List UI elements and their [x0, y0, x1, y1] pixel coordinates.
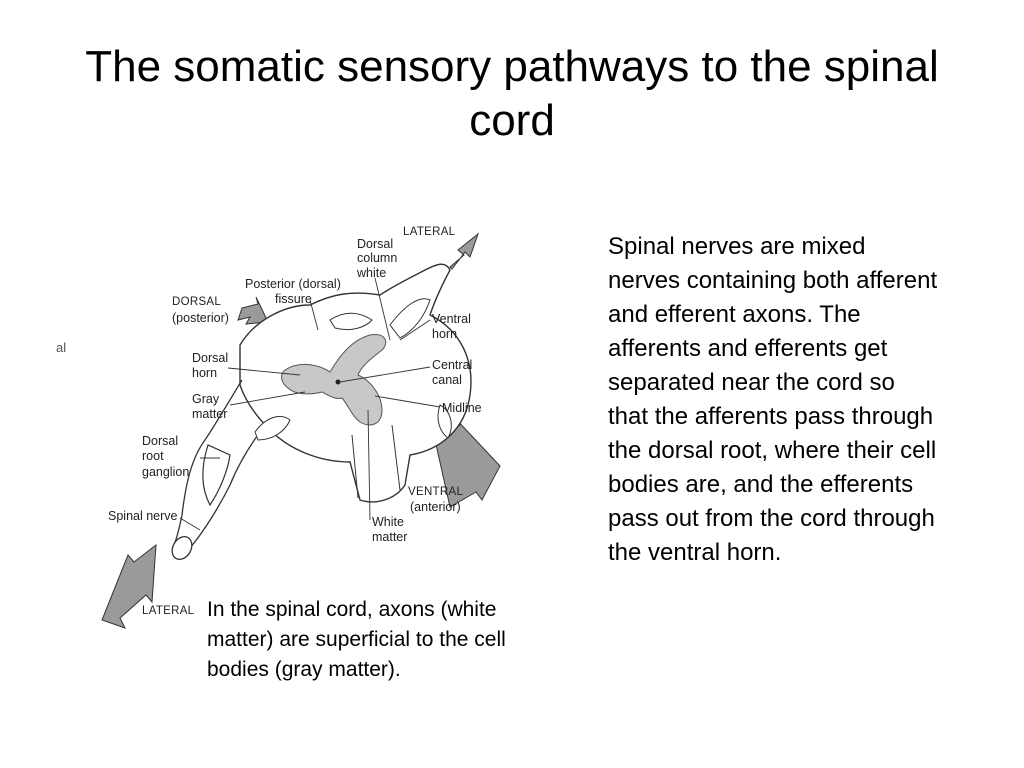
dorsal-arrow [237, 296, 269, 325]
slide-title: The somatic sensory pathways to the spin… [85, 42, 939, 145]
label-anterior: (anterior) [410, 500, 461, 514]
white-matter-tracts [254, 298, 452, 499]
label-lateral-top: LATERAL [403, 226, 456, 238]
label-gray-matter-2: matter [192, 407, 227, 421]
dorsal-root-ganglion [173, 379, 266, 549]
label-ventral: VENTRAL [408, 486, 463, 498]
label-posterior-fissure-1: Posterior (dorsal) [245, 277, 341, 291]
central-canal-dot [335, 379, 341, 385]
leader-lines [179, 277, 441, 531]
label-white-matter-2: matter [372, 530, 407, 544]
label-dorsal-root-ganglion-2: root [142, 449, 164, 463]
stray-text: al [56, 340, 67, 355]
diagram-caption: In the spinal cord, axons (white matter)… [207, 598, 506, 681]
label-white-matter-1: White [372, 515, 404, 529]
label-central-canal-2: canal [432, 373, 462, 387]
label-dorsal-column-white-1: Dorsal [357, 237, 393, 251]
label-posterior: (posterior) [172, 311, 229, 325]
spinal-nerve [171, 536, 193, 560]
label-dorsal: DORSAL [172, 296, 221, 308]
lateral-top-arrow [449, 232, 480, 270]
gray-matter [281, 333, 387, 426]
label-dorsal-horn-1: Dorsal [192, 351, 228, 365]
label-ventral-horn-1: Ventral [432, 312, 471, 326]
body-text: Spinal nerves are mixed nerves containin… [608, 233, 938, 566]
label-dorsal-column-white-2: column [357, 251, 397, 265]
lateral-bottom-arrow [101, 543, 157, 629]
label-gray-matter-1: Gray [192, 392, 220, 406]
label-ventral-horn-2: horn [432, 327, 457, 341]
spinal-cord-diagram: LATERAL Dorsal column white Posterior (d… [101, 226, 501, 629]
label-dorsal-column-white-3: white [356, 266, 386, 280]
label-midline: Midline [442, 401, 482, 415]
label-dorsal-root-ganglion-1: Dorsal [142, 434, 178, 448]
label-lateral-bottom: LATERAL [142, 605, 195, 617]
label-dorsal-horn-2: horn [192, 366, 217, 380]
label-posterior-fissure-2: fissure [275, 292, 312, 306]
label-central-canal-1: Central [432, 358, 472, 372]
label-dorsal-root-ganglion-3: ganglion [142, 465, 189, 479]
label-spinal-nerve: Spinal nerve [108, 509, 178, 523]
